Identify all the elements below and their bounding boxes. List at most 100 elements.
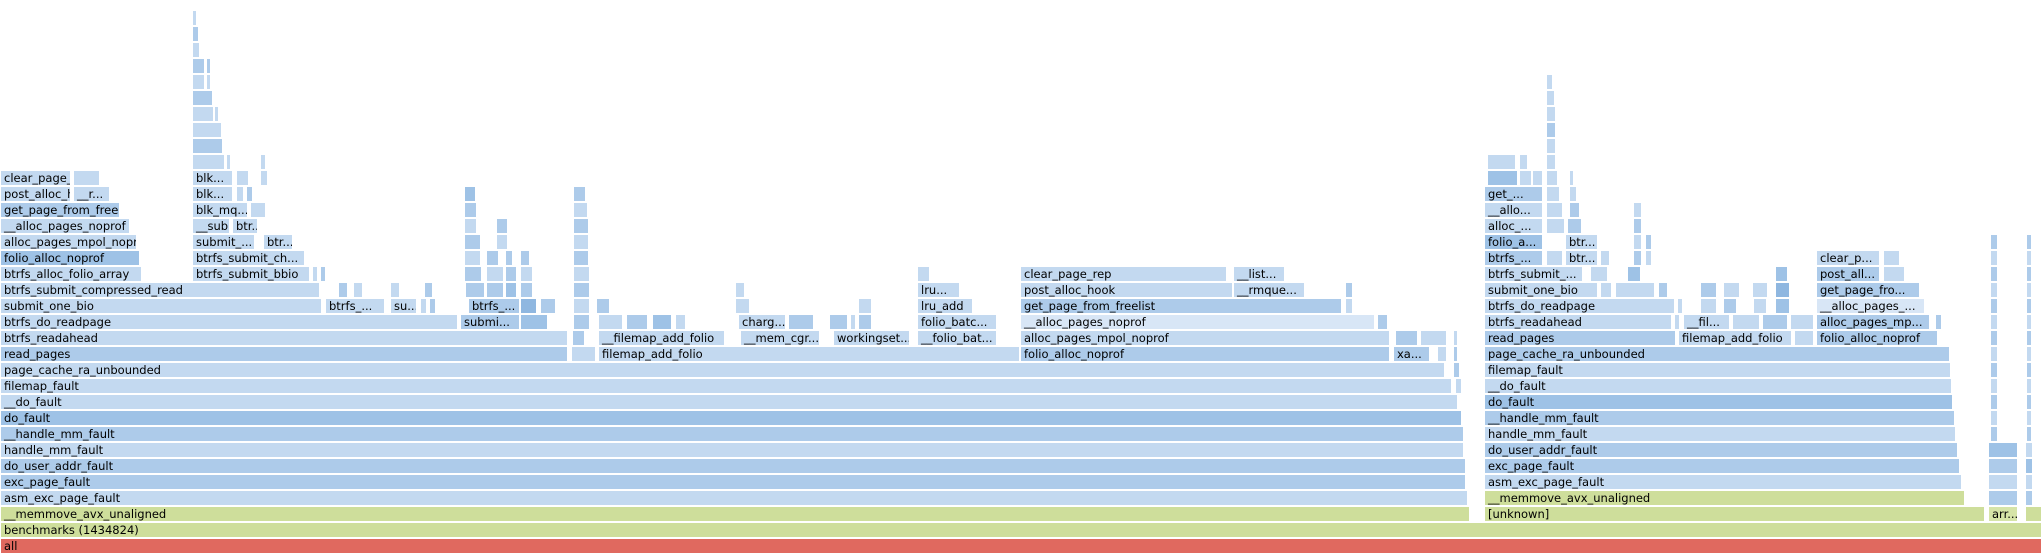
flame-frame[interactable] <box>1487 170 1518 186</box>
flame-frame[interactable] <box>236 170 249 186</box>
flame-frame-folio_alloc_noprof[interactable]: folio_alloc_noprof <box>1816 330 1938 346</box>
flame-frame[interactable] <box>226 154 231 170</box>
flame-frame-submit_one_bio[interactable]: submit_one_bio <box>1484 282 1598 298</box>
flame-frame[interactable] <box>214 106 219 122</box>
flame-frame[interactable] <box>1627 266 1641 282</box>
flame-frame-__folio_bat[interactable]: __folio_bat... <box>917 330 997 346</box>
flame-frame[interactable] <box>675 314 686 330</box>
flame-frame[interactable] <box>2026 378 2032 394</box>
flame-frame-filemap_add_folio[interactable]: filemap_add_folio <box>1678 330 1792 346</box>
flame-frame[interactable] <box>2025 474 2033 490</box>
flame-frame-__handle_mm_fault[interactable]: __handle_mm_fault <box>0 426 1464 442</box>
flame-frame[interactable] <box>2026 266 2032 282</box>
flame-frame[interactable] <box>1453 346 1458 362</box>
flame-frame[interactable] <box>1546 106 1556 122</box>
flame-frame[interactable] <box>496 234 508 250</box>
flame-frame[interactable] <box>1790 314 1814 330</box>
flame-frame[interactable] <box>1990 250 1998 266</box>
flame-frame[interactable] <box>2026 250 2032 266</box>
flame-frame[interactable] <box>496 218 508 234</box>
flame-frame-do_user_addr_fault[interactable]: do_user_addr_fault <box>0 458 1466 474</box>
flame-frame[interactable] <box>2025 506 2042 522</box>
flame-frame-__do_fault[interactable]: __do_fault <box>0 394 1458 410</box>
flame-frame[interactable] <box>1633 202 1642 218</box>
flame-frame-submi[interactable]: submi... <box>460 314 520 330</box>
flame-frame[interactable] <box>2026 346 2032 362</box>
flame-frame[interactable] <box>311 266 318 282</box>
flame-frame[interactable] <box>2026 234 2032 250</box>
flame-frame-blk[interactable]: blk... <box>192 186 233 202</box>
flame-frame-btr[interactable]: btr... <box>232 218 258 234</box>
flame-frame[interactable] <box>420 298 427 314</box>
flame-frame[interactable] <box>464 250 481 266</box>
flame-frame[interactable] <box>1633 250 1642 266</box>
flame-frame[interactable] <box>1600 282 1612 298</box>
flame-frame-alloc_pages_mp[interactable]: alloc_pages_mp... <box>1816 314 1930 330</box>
flame-frame-get_page_from_freelist[interactable]: get_page_from_freelist <box>1020 298 1342 314</box>
flame-frame-filemap_fault[interactable]: filemap_fault <box>1484 362 1951 378</box>
flame-frame[interactable] <box>2026 394 2032 410</box>
flame-frame[interactable] <box>192 90 213 106</box>
flame-frame[interactable] <box>1546 170 1558 186</box>
flame-frame[interactable] <box>428 298 436 314</box>
flame-frame[interactable] <box>1377 314 1388 330</box>
flame-frame[interactable] <box>573 218 589 234</box>
flame-frame[interactable] <box>2026 426 2032 442</box>
flame-frame-__r[interactable]: __r... <box>73 186 110 202</box>
flame-frame[interactable] <box>1988 458 2018 474</box>
flame-frame[interactable] <box>1988 474 2018 490</box>
flame-frame[interactable] <box>1569 202 1580 218</box>
flame-frame[interactable] <box>486 282 504 298</box>
flame-frame[interactable] <box>520 282 533 298</box>
flame-frame[interactable] <box>464 202 477 218</box>
flame-frame[interactable] <box>1546 122 1556 138</box>
flame-frame[interactable] <box>246 186 253 202</box>
flame-frame[interactable] <box>1883 250 1900 266</box>
flame-frame-alloc_[interactable]: alloc_... <box>1484 218 1543 234</box>
flame-frame-btrfs_do_readpage[interactable]: btrfs_do_readpage <box>0 314 458 330</box>
flame-frame[interactable] <box>1794 330 1814 346</box>
flame-frame-read_pages[interactable]: read_pages <box>1484 330 1676 346</box>
flame-frame[interactable] <box>1990 362 1998 378</box>
flame-frame[interactable] <box>598 314 623 330</box>
flame-frame-folio_alloc_noprof[interactable]: folio_alloc_noprof <box>1020 346 1390 362</box>
flame-frame-btrfs_[interactable]: btrfs_... <box>325 298 385 314</box>
flame-frame[interactable] <box>465 282 485 298</box>
flame-frame[interactable] <box>572 330 585 346</box>
flame-frame[interactable] <box>1990 346 1998 362</box>
flame-frame[interactable] <box>1487 154 1516 170</box>
flame-frame[interactable] <box>850 314 856 330</box>
flame-frame-do_fault[interactable]: do_fault <box>0 410 1462 426</box>
flame-frame[interactable] <box>1723 298 1737 314</box>
flame-frame[interactable] <box>858 314 872 330</box>
flame-frame[interactable] <box>206 74 211 90</box>
flame-frame[interactable] <box>1345 282 1353 298</box>
flame-frame-clear_page_rep[interactable]: clear_page_rep <box>1020 266 1227 282</box>
flame-frame[interactable] <box>1990 426 1998 442</box>
flame-frame[interactable] <box>505 282 517 298</box>
flame-frame-__alloc_pages_noprof[interactable]: __alloc_pages_noprof <box>1020 314 1375 330</box>
flame-frame[interactable] <box>573 234 589 250</box>
flame-frame-clear_p[interactable]: clear_p... <box>1816 250 1880 266</box>
flame-frame-asm_exc_page_fault[interactable]: asm_exc_page_fault <box>1484 474 1962 490</box>
flame-frame-__list[interactable]: __list... <box>1233 266 1285 282</box>
flame-frame-get_page_from_freelist[interactable]: get_page_from_freelist <box>0 202 120 218</box>
flame-frame-filemap_fault[interactable]: filemap_fault <box>0 378 1452 394</box>
flame-frame[interactable] <box>1546 74 1553 90</box>
flame-frame[interactable] <box>829 314 848 330</box>
flame-frame-exc_page_fault[interactable]: exc_page_fault <box>1484 458 1960 474</box>
flame-frame-page_cache_ra_unbounded[interactable]: page_cache_ra_unbounded <box>1484 346 1950 362</box>
flame-frame-__alloc_pages_noprof[interactable]: __alloc_pages_noprof <box>0 218 130 234</box>
flame-frame-__fil[interactable]: __fil... <box>1683 314 1730 330</box>
flame-frame-workingset[interactable]: workingset... <box>833 330 910 346</box>
flame-frame[interactable] <box>1752 282 1768 298</box>
flame-frame-folio_alloc_noprof[interactable]: folio_alloc_noprof <box>0 250 140 266</box>
flame-frame-btrfs_submit_[interactable]: btrfs_submit_... <box>1484 266 1583 282</box>
flame-frame[interactable] <box>540 298 556 314</box>
flame-frame[interactable] <box>1455 378 1462 394</box>
flame-frame[interactable] <box>236 186 244 202</box>
flame-frame-__alloc_pages_[interactable]: __alloc_pages_... <box>1816 298 1925 314</box>
flame-frame[interactable] <box>1990 410 1998 426</box>
flame-frame[interactable] <box>486 250 499 266</box>
flame-frame[interactable] <box>573 314 590 330</box>
